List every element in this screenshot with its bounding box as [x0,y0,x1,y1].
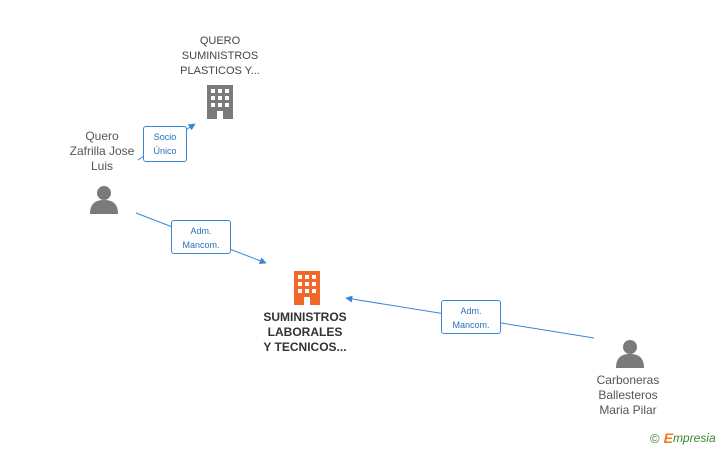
company-main-line: Y TECNICOS... [263,340,347,354]
person-left-line: Luis [90,159,113,173]
person-left-line: Quero [85,129,119,143]
building-main-icon [294,271,320,305]
edge-label-line: Mancom. [452,320,490,330]
edge-label-socio[interactable]: Socio Único [143,126,187,162]
company-main-line: LABORALES [267,325,343,339]
person-right-line: Ballesteros [598,388,658,402]
building-icon [207,85,233,119]
brand-watermark[interactable]: © E mpresia [650,430,716,446]
brand-initial: E [663,430,673,446]
person-icon [90,186,118,214]
company-top-line: QUERO [199,35,241,47]
brand-name: mpresia [672,431,716,445]
company-top-line: SUMINISTROS [181,50,259,62]
copyright-icon: © [650,430,660,446]
company-main-line: SUMINISTROS [263,310,347,324]
company-main-label[interactable]: SUMINISTROS LABORALES Y TECNICOS... [245,310,365,355]
person-right-line: Carboneras [596,373,660,387]
edge-label-line: Adm. [460,306,482,316]
edge-label-adm-right[interactable]: Adm. Mancom. [441,300,501,334]
edge-label-line: Socio [153,132,177,142]
person-icon [616,340,644,368]
person-right-label[interactable]: Carboneras Ballesteros Maria Pilar [578,373,678,418]
edge-label-line: Mancom. [182,240,220,250]
person-left-line: Zafrilla Jose [69,144,135,158]
company-top-line: PLASTICOS Y... [180,65,260,77]
person-left-label[interactable]: Quero Zafrilla Jose Luis [52,129,152,174]
company-top-label[interactable]: QUERO SUMINISTROS PLASTICOS Y... [160,34,280,79]
edge-label-line: Adm. [190,226,212,236]
edge-label-line: Único [153,146,177,156]
person-right-line: Maria Pilar [599,403,657,417]
edge-label-adm-left[interactable]: Adm. Mancom. [171,220,231,254]
